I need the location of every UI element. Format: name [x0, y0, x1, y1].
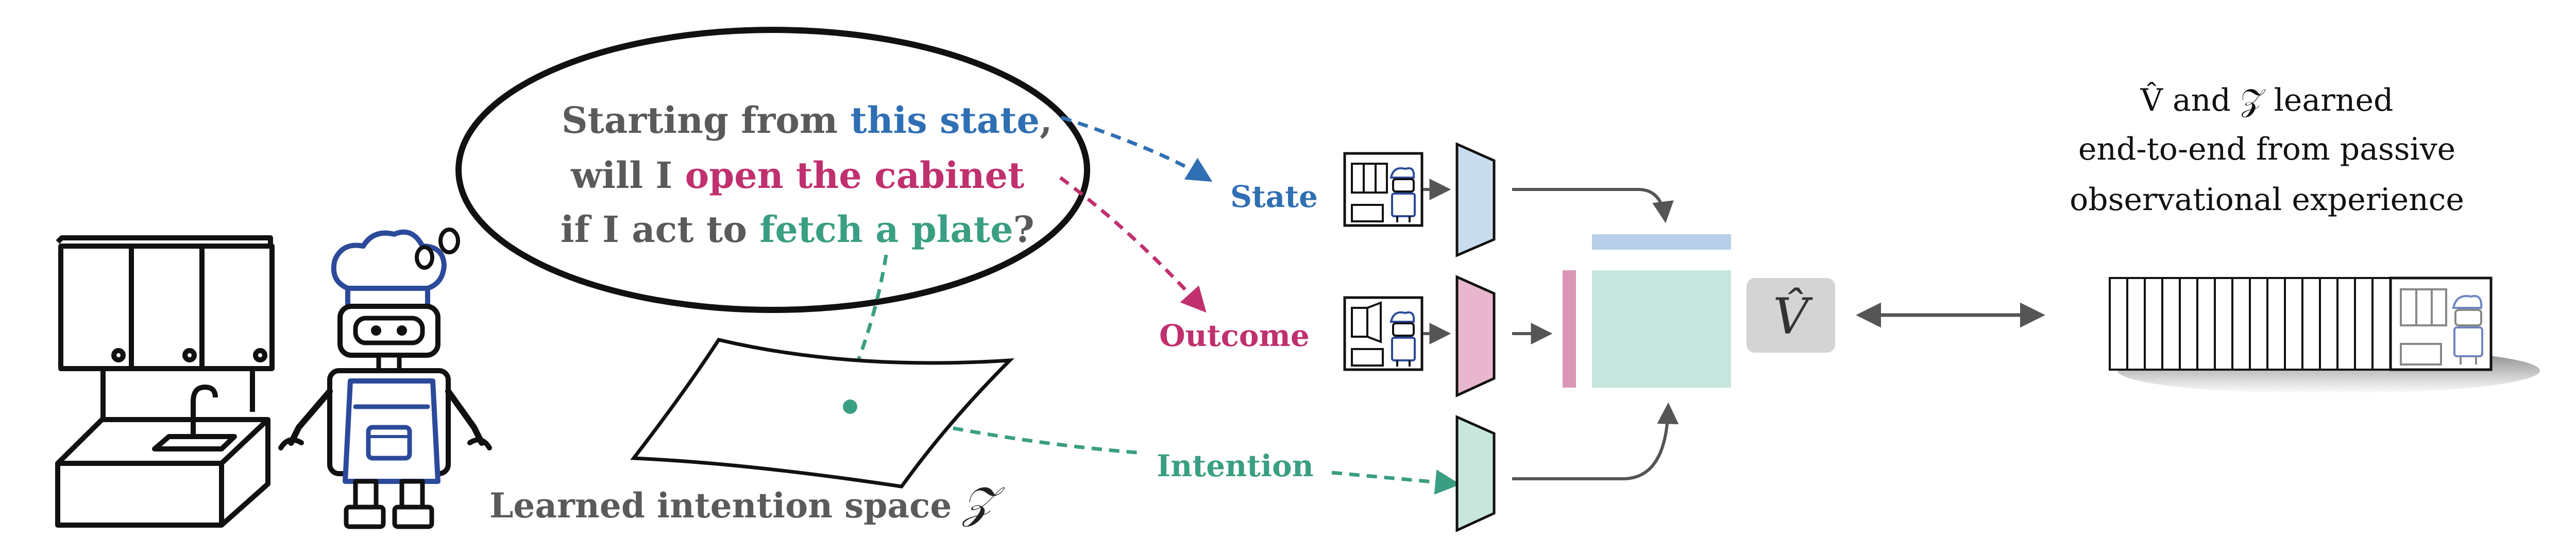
state-encoder	[1455, 142, 1496, 257]
intention-space-symbol: 𝒵	[961, 477, 1005, 528]
kitchen-cabinet-icon	[55, 235, 275, 528]
final-observation-frame	[2389, 276, 2493, 371]
caption-line-2: end-to-end from passive	[2078, 131, 2455, 167]
intention-space-sheet	[630, 338, 1015, 489]
highlight-this-state: this state	[850, 99, 1040, 142]
intention-point	[843, 399, 857, 414]
intention-to-matrix-arrow	[1512, 402, 1679, 480]
intention-dashed-arrow-encoder	[1331, 470, 1461, 495]
highlight-fetch-plate: fetch a plate	[759, 208, 1013, 251]
question-line-2: will I open the cabinet	[570, 154, 1024, 197]
outcome-label: Outcome	[1159, 318, 1310, 353]
state-label: State	[1230, 179, 1318, 214]
intention-encoder	[1455, 415, 1496, 532]
thought-dots	[415, 228, 460, 270]
state-embedding-bar	[1592, 234, 1731, 250]
outcome-thumbnail	[1343, 296, 1423, 371]
caption-line-3: observational experience	[2070, 182, 2464, 218]
value-box	[1747, 278, 1835, 353]
highlight-open-cabinet: open the cabinet	[685, 154, 1025, 197]
intention-space-label: Learned intention space	[489, 485, 952, 526]
caption-line-1: V̂ and 𝒵 learned	[2140, 82, 2394, 118]
question-line-1: Starting from this state,	[562, 99, 1052, 142]
value-symbol: V̂	[1773, 288, 1813, 345]
outcome-encoder	[1455, 275, 1496, 397]
intention-label: Intention	[1157, 448, 1314, 483]
state-thumbnail	[1343, 152, 1423, 227]
state-dashed-arrow	[1060, 115, 1213, 182]
intention-embedding-matrix	[1592, 270, 1731, 388]
right-caption: V̂ and 𝒵 learned end-to-end from passive…	[2070, 82, 2464, 218]
question-line-3: if I act to fetch a plate?	[561, 208, 1035, 251]
observation-frame-stack	[2109, 276, 2540, 394]
thought-bubble	[455, 27, 1090, 313]
thought-question: Starting from this state, will I open th…	[561, 99, 1052, 251]
outcome-embedding-bar	[1563, 270, 1576, 388]
state-to-matrix-arrow	[1512, 188, 1674, 223]
robot-chef-icon	[278, 229, 492, 529]
outcome-dashed-arrow	[1059, 176, 1207, 313]
